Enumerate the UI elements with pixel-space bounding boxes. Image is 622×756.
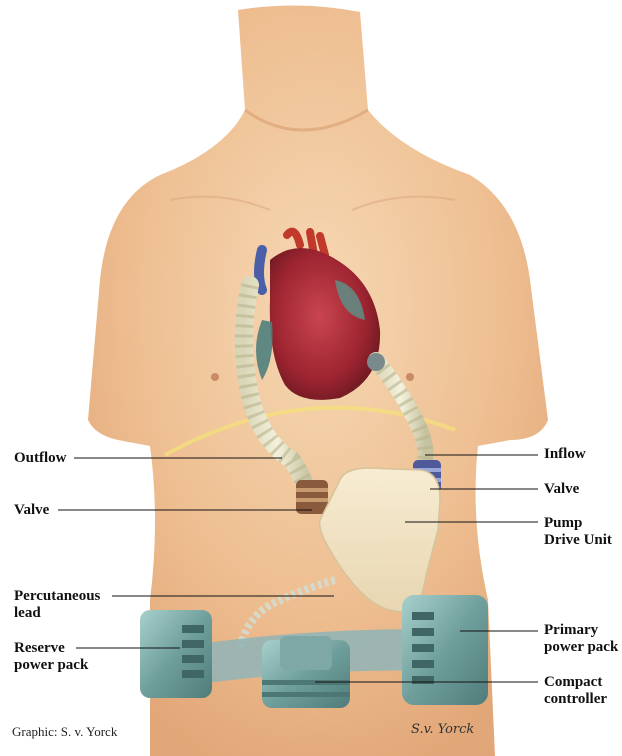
label-valve-left: Valve — [14, 502, 49, 519]
nipple-right — [406, 373, 414, 381]
label-compact-line1: Compact — [544, 674, 607, 691]
label-compact-line2: controller — [544, 691, 607, 708]
label-pump-drive-unit: Pump Drive Unit — [544, 515, 612, 549]
nipple-left — [211, 373, 219, 381]
label-percutaneous-lead: Percutaneous lead — [14, 588, 100, 622]
inflow-cuff — [367, 353, 385, 371]
label-compact-controller: Compact controller — [544, 674, 607, 708]
label-valve-right: Valve — [544, 481, 579, 498]
label-valve-left-text: Valve — [14, 502, 49, 519]
label-pump-line1: Pump — [544, 515, 612, 532]
label-reserve-line2: power pack — [14, 657, 88, 674]
label-outflow-text: Outflow — [14, 450, 67, 467]
compact-controller-graphic — [262, 636, 350, 708]
primary-power-pack-graphic — [402, 595, 488, 705]
label-percutaneous-line1: Percutaneous — [14, 588, 100, 605]
label-outflow: Outflow — [14, 450, 67, 467]
reserve-power-pack-graphic — [140, 610, 212, 698]
graphic-credit: Graphic: S. v. Yorck — [12, 724, 117, 740]
valve-left-graphic — [296, 480, 328, 514]
artist-signature: S.v. Yorck — [411, 722, 474, 737]
label-reserve-power-pack: Reserve power pack — [14, 640, 88, 674]
label-reserve-line1: Reserve — [14, 640, 88, 657]
label-inflow: Inflow — [544, 446, 586, 463]
heart-vein-blue — [259, 250, 262, 290]
label-primary-line1: Primary — [544, 622, 618, 639]
label-percutaneous-line2: lead — [14, 605, 100, 622]
label-primary-line2: power pack — [544, 639, 618, 656]
label-valve-right-text: Valve — [544, 481, 579, 498]
label-primary-power-pack: Primary power pack — [544, 622, 618, 656]
label-inflow-text: Inflow — [544, 446, 586, 463]
label-pump-line2: Drive Unit — [544, 532, 612, 549]
